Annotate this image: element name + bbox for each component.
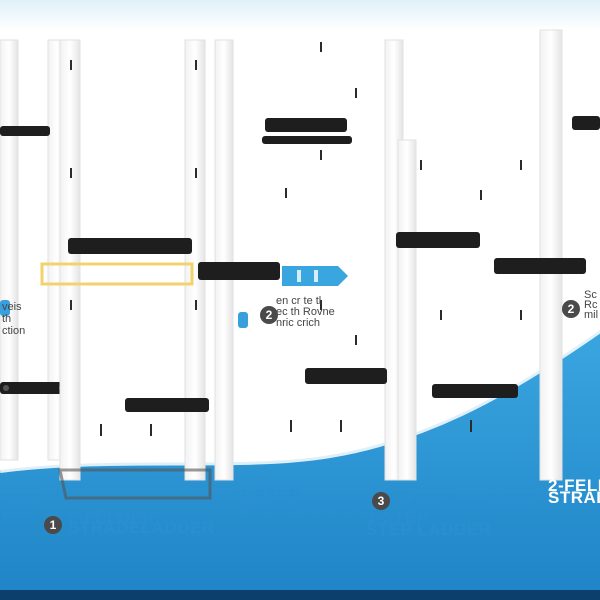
floor-area	[0, 330, 600, 600]
second-ladder	[58, 39, 212, 500]
label-center-left-1: 3-STEP	[238, 486, 301, 505]
label-left-product-2: STRADELADDER	[68, 518, 215, 537]
caption-right-3: mil	[584, 309, 599, 321]
badge-right-2: 2	[562, 300, 580, 318]
badge-left-1: 1	[44, 516, 62, 534]
caption-center-2: ec th Rovne	[276, 306, 335, 318]
info-marker-left	[0, 300, 10, 316]
badge-center-3: 3	[372, 492, 390, 510]
label-left-product-1: 2-FELDER	[68, 508, 156, 527]
label-center-left-2: STEP LADDER	[238, 498, 364, 517]
label-center-right: 2-STEP LADDER	[396, 491, 538, 510]
info-marker-center	[238, 312, 248, 328]
right-ladder	[396, 29, 600, 481]
measure-bar	[40, 262, 194, 286]
badge-center-2: 2	[260, 306, 278, 324]
label-center-bottom-1: 3-STEP	[366, 508, 429, 527]
caption-center-1: en cr te tl	[276, 295, 322, 307]
caption-left-1: veis	[2, 301, 22, 313]
caption-left-3: ction	[2, 325, 26, 337]
label-right-product-2: STRADE	[548, 488, 600, 507]
caption-right-1: Sc	[584, 289, 597, 301]
floor-bottom-bar	[0, 590, 600, 600]
label-right-product-1: 2-FELDER	[548, 476, 600, 495]
caption-center-3: nric crich	[276, 317, 321, 329]
label-left-edge-2: DE	[2, 504, 27, 523]
label-center-bottom-2: STEP LADDER	[366, 520, 492, 539]
caption-left-2: th	[2, 313, 12, 325]
label-left-edge-1: DER	[2, 490, 40, 509]
caption-right-2: Rc	[584, 299, 598, 311]
sky-band	[0, 0, 600, 30]
